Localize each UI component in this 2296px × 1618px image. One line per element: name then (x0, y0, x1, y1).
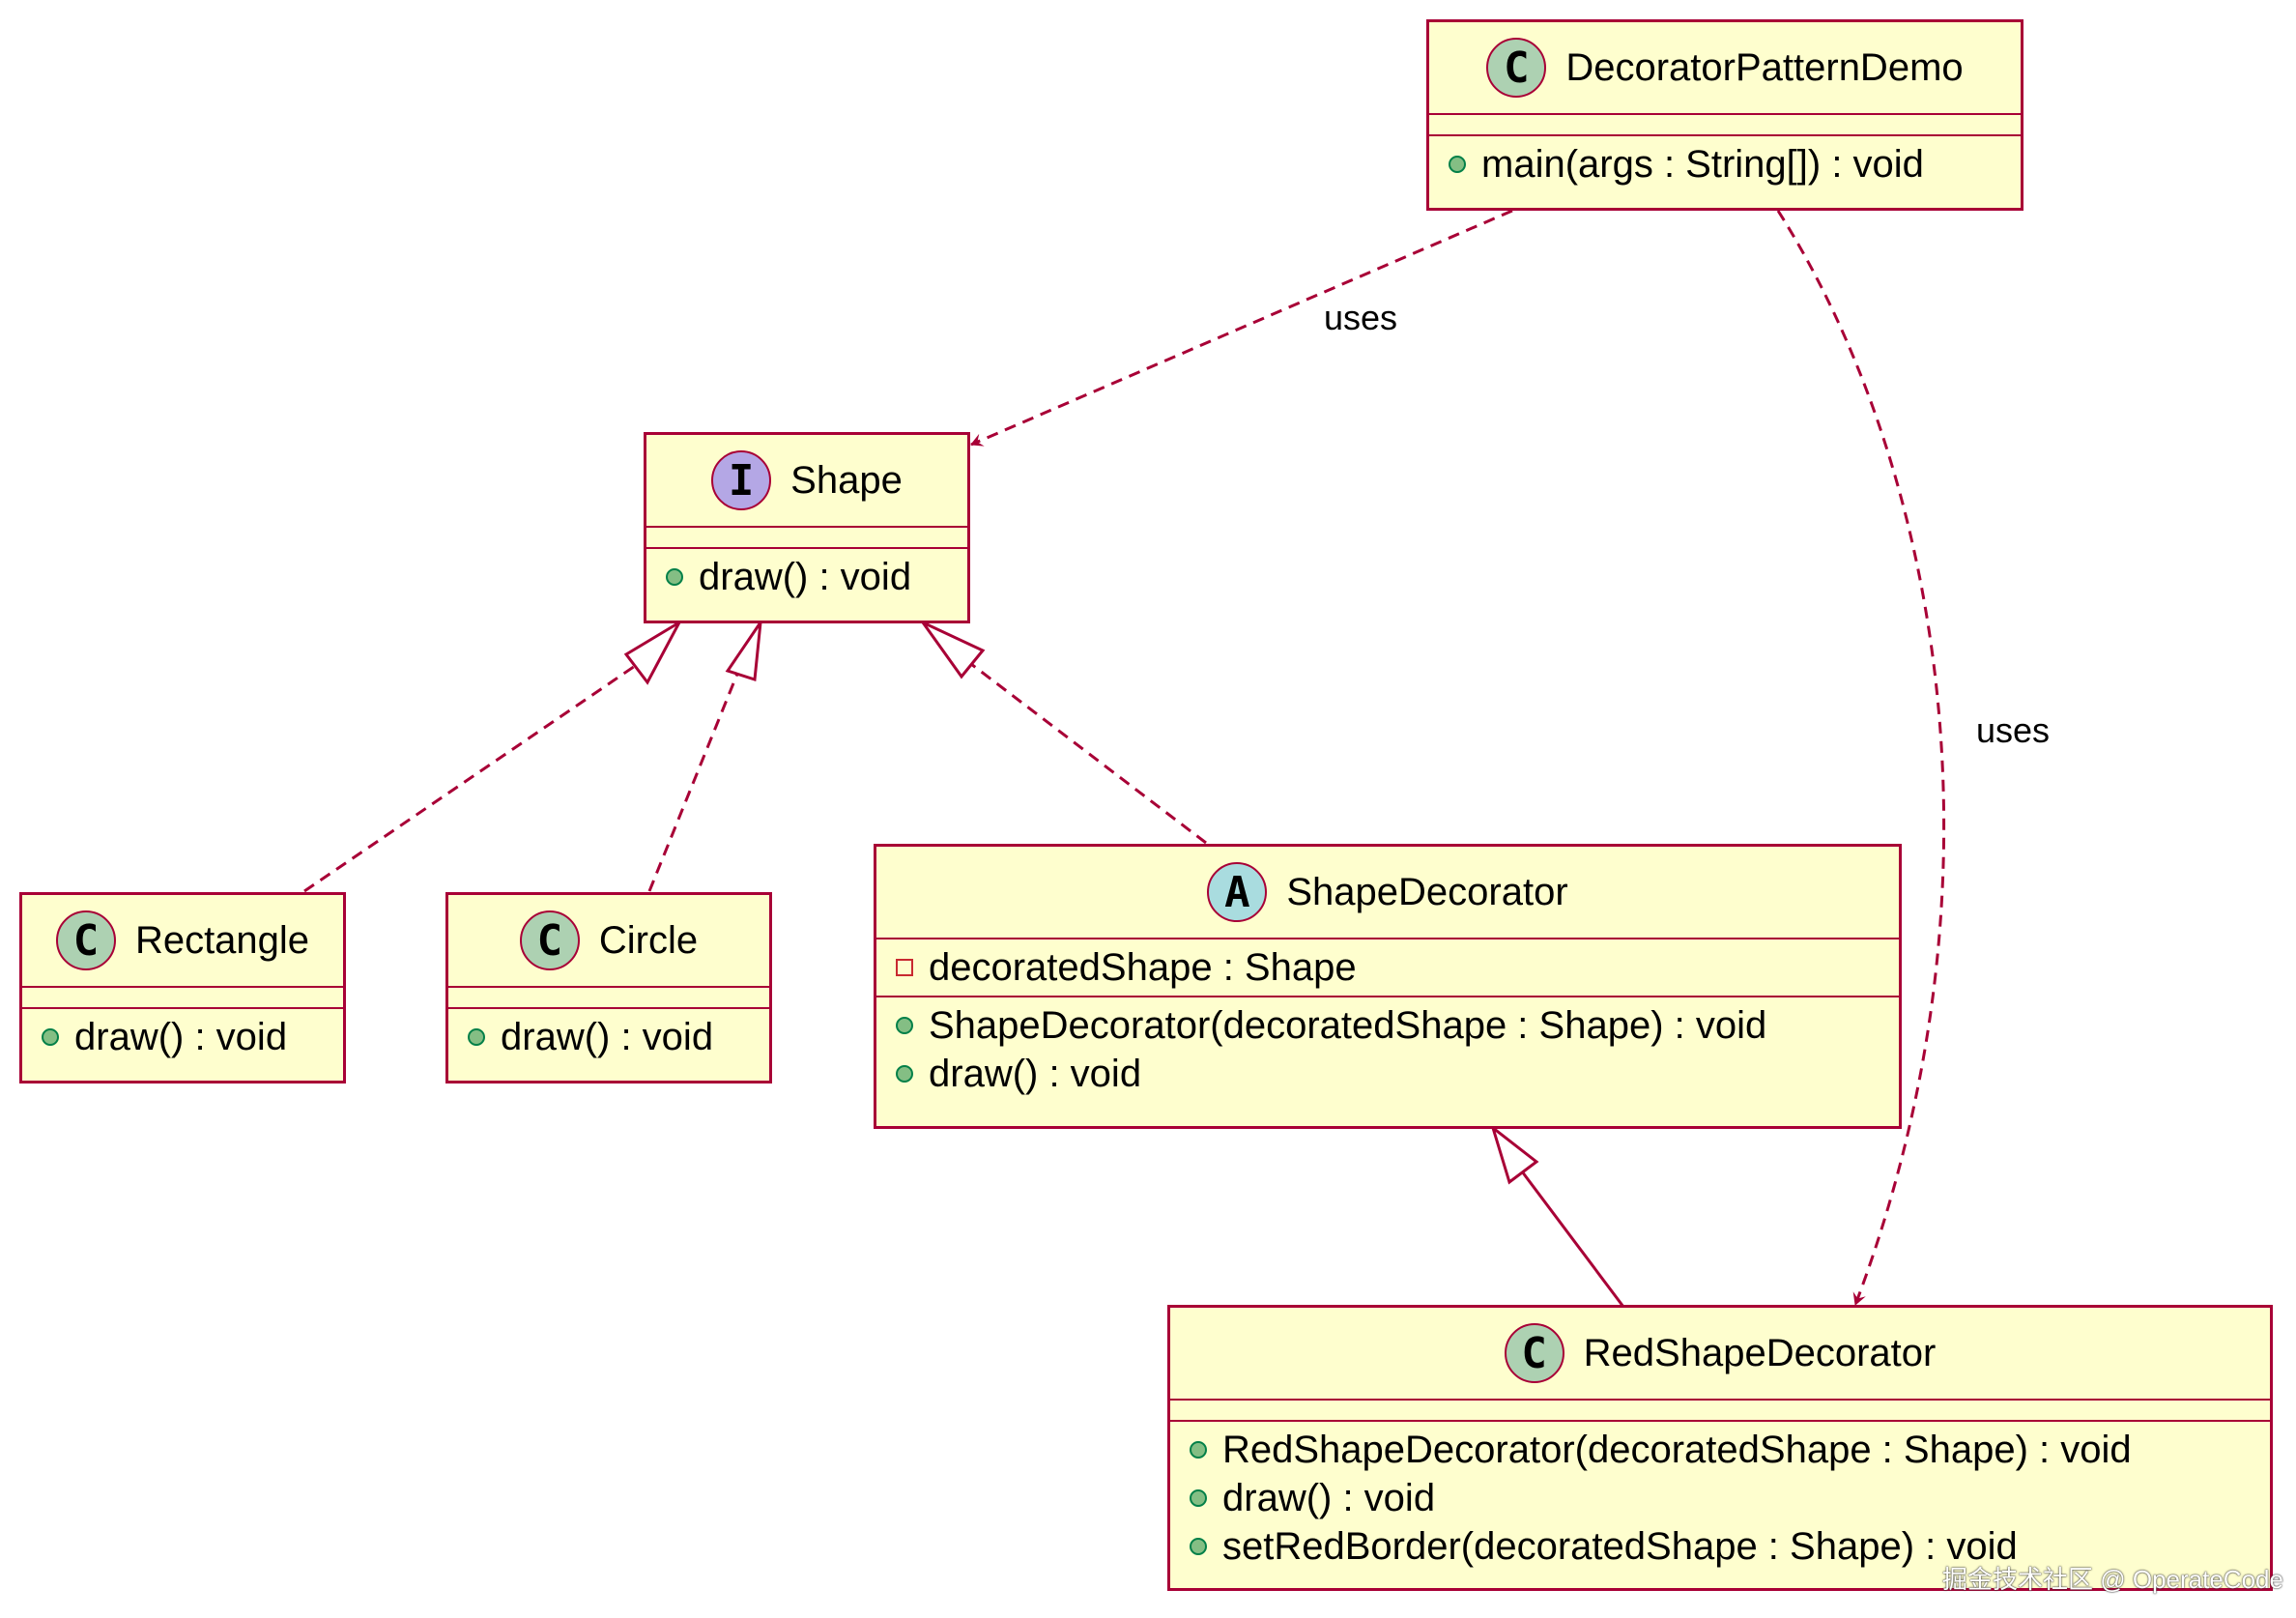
method-item: ShapeDecorator(decoratedShape : Shape) :… (896, 1001, 1899, 1050)
edge-red-shape-decorator-extends-shape-decorator (1520, 1170, 1625, 1308)
class-header: C Rectangle (22, 895, 343, 988)
class-icon: C (1486, 38, 1547, 98)
fields-section (1170, 1401, 2270, 1422)
class-header: C DecoratorPatternDemo (1429, 22, 2021, 115)
private-visibility-icon (896, 959, 913, 976)
method-signature: setRedBorder(decoratedShape : Shape) : v… (1222, 1524, 2018, 1568)
edge-demo-uses-shape (970, 209, 1513, 447)
abstract-class-icon: A (1207, 862, 1268, 922)
edge-label-uses-red-shape-decorator: uses (1976, 710, 2051, 750)
class-icon: C (1504, 1323, 1564, 1383)
method-signature: main(args : String[]) : void (1481, 142, 1924, 186)
class-name: RedShapeDecorator (1583, 1331, 1937, 1374)
method-signature: draw() : void (929, 1052, 1142, 1095)
class-rectangle[interactable]: C Rectangle draw() : void (19, 892, 346, 1083)
field-signature: decoratedShape : Shape (929, 945, 1357, 989)
methods-section: RedShapeDecorator(decoratedShape : Shape… (1170, 1422, 2270, 1575)
class-name: Shape (790, 458, 903, 502)
class-header: C RedShapeDecorator (1170, 1308, 2270, 1401)
public-visibility-icon (896, 1017, 913, 1034)
public-visibility-icon (1190, 1538, 1207, 1555)
fields-section: decoratedShape : Shape (876, 939, 1899, 997)
public-visibility-icon (1449, 156, 1466, 173)
class-icon: C (519, 910, 580, 970)
class-name: DecoratorPatternDemo (1565, 45, 1964, 89)
public-visibility-icon (1190, 1489, 1207, 1507)
methods-section: draw() : void (646, 549, 967, 605)
edge-shape-decorator-realizes-shape (970, 662, 1207, 845)
fields-section (448, 988, 769, 1009)
public-visibility-icon (468, 1028, 485, 1046)
fields-section (646, 528, 967, 549)
method-item: draw() : void (666, 553, 967, 601)
public-visibility-icon (1190, 1441, 1207, 1459)
method-item: RedShapeDecorator(decoratedShape : Shape… (1190, 1426, 2270, 1474)
realization-arrowhead-circle (725, 621, 762, 681)
class-circle[interactable]: C Circle draw() : void (445, 892, 772, 1083)
method-item: setRedBorder(decoratedShape : Shape) : v… (1190, 1522, 2270, 1571)
method-signature: ShapeDecorator(decoratedShape : Shape) :… (929, 1003, 1767, 1047)
method-signature: draw() : void (74, 1015, 288, 1058)
public-visibility-icon (896, 1065, 913, 1083)
field-item: decoratedShape : Shape (896, 943, 1899, 992)
class-header: A ShapeDecorator (876, 847, 1899, 939)
class-name: Rectangle (134, 918, 310, 962)
interface-shape[interactable]: I Shape draw() : void (644, 432, 970, 623)
public-visibility-icon (42, 1028, 59, 1046)
class-header: C Circle (448, 895, 769, 988)
method-signature: draw() : void (501, 1015, 714, 1058)
fields-section (1429, 115, 2021, 136)
method-item: draw() : void (468, 1013, 769, 1061)
edge-demo-uses-red-shape-decorator (1776, 210, 1946, 1306)
method-signature: draw() : void (699, 555, 912, 598)
methods-section: draw() : void (448, 1009, 769, 1065)
abstract-class-shape-decorator[interactable]: A ShapeDecorator decoratedShape : Shape … (874, 844, 1902, 1129)
method-signature: draw() : void (1222, 1476, 1436, 1519)
methods-section: ShapeDecorator(decoratedShape : Shape) :… (876, 997, 1899, 1102)
class-header: I Shape (646, 435, 967, 528)
class-red-shape-decorator[interactable]: C RedShapeDecorator RedShapeDecorator(de… (1167, 1305, 2273, 1591)
edge-rectangle-realizes-shape (303, 662, 639, 893)
method-item: draw() : void (896, 1050, 1899, 1098)
interface-icon: I (711, 450, 772, 510)
method-item: draw() : void (42, 1013, 343, 1061)
methods-section: draw() : void (22, 1009, 343, 1065)
method-item: draw() : void (1190, 1474, 2270, 1522)
watermark: 掘金技术社区 @ OperateCode (1942, 1565, 2283, 1594)
realization-arrowhead-shape-decorator (918, 619, 986, 679)
edge-circle-realizes-shape (647, 673, 739, 892)
class-decorator-pattern-demo[interactable]: C DecoratorPatternDemo main(args : Strin… (1426, 19, 2023, 211)
class-icon: C (55, 910, 116, 970)
fields-section (22, 988, 343, 1009)
edge-label-uses-shape: uses (1324, 298, 1398, 337)
realization-arrowhead-rectangle (623, 618, 683, 685)
public-visibility-icon (666, 568, 683, 586)
class-name: Circle (598, 918, 699, 962)
generalization-arrowhead (1490, 1123, 1539, 1185)
method-signature: RedShapeDecorator(decoratedShape : Shape… (1222, 1428, 2132, 1471)
method-item: main(args : String[]) : void (1449, 140, 2021, 188)
class-name: ShapeDecorator (1286, 870, 1568, 913)
methods-section: main(args : String[]) : void (1429, 136, 2021, 192)
